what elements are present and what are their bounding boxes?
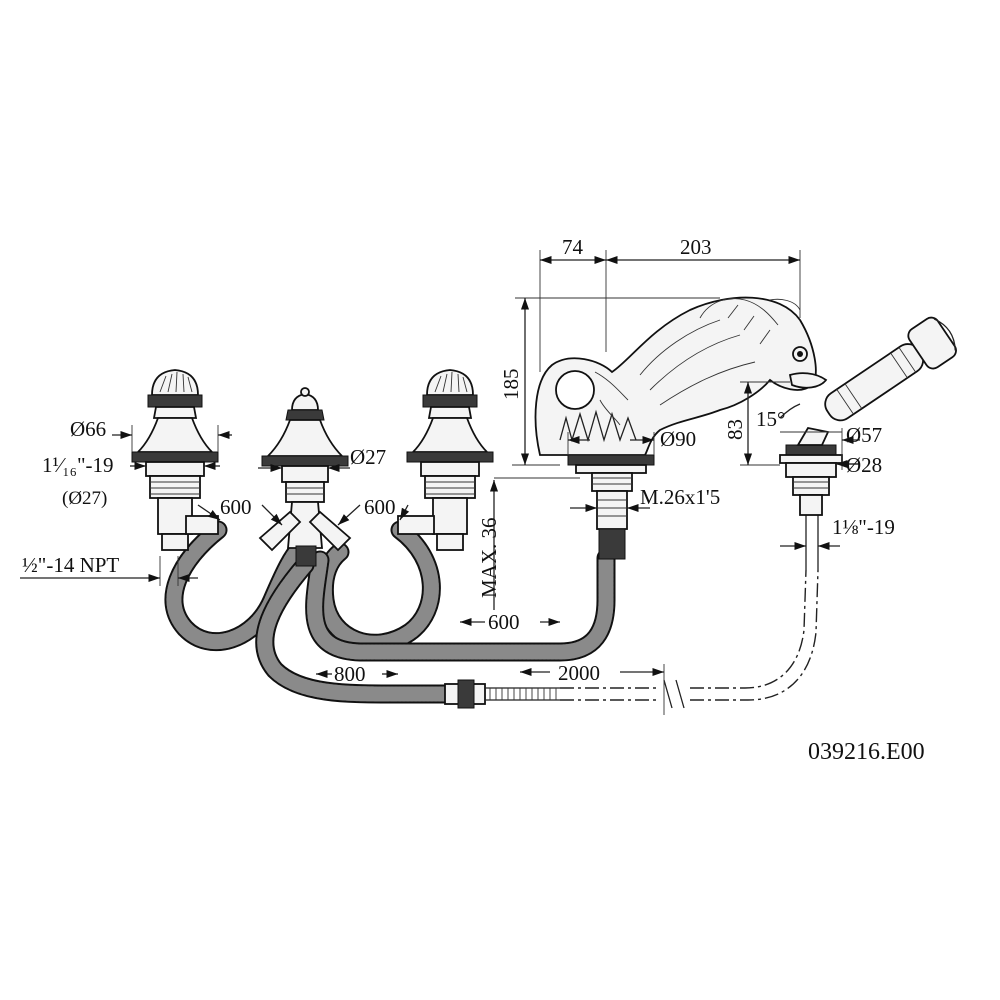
dim-2000: 2000 [558, 661, 600, 685]
dim-74: 74 [562, 235, 584, 259]
handshower [779, 316, 957, 516]
dim-d28: Ø28 [846, 453, 882, 477]
dim-d27-paren: (Ø27) [62, 488, 107, 509]
dim-203: 203 [680, 235, 712, 259]
center-diverter [258, 387, 352, 567]
dim-600-left: 600 [220, 495, 252, 519]
dim-800: 800 [334, 662, 366, 686]
dim-600-bottom: 600 [488, 610, 520, 634]
supply-hoses [164, 520, 616, 704]
dim-npt: ½"-14 NPT [22, 553, 119, 577]
left-valve [131, 369, 219, 551]
dim-83: 83 [723, 419, 747, 440]
right-valve [397, 369, 494, 551]
dim-d27: Ø27 [350, 445, 386, 469]
dim-max36: MAX. 36 [477, 517, 501, 598]
dim-m26: M.26x1'5 [640, 485, 720, 509]
drawing-code: 039216.E00 [808, 739, 925, 765]
dim-600-right: 600 [364, 495, 396, 519]
dim-d90: Ø90 [660, 427, 696, 451]
dimension-labels: 74 203 185 83 15° Ø90 M.26x1'5 MAX. 36 Ø… [22, 235, 925, 765]
dimension-lines [20, 250, 860, 715]
fish-spout [534, 296, 828, 560]
dim-d66: Ø66 [70, 417, 106, 441]
dim-185: 185 [499, 369, 523, 401]
dim-thread-1-1-8: 1⅛"-19 [832, 515, 895, 539]
dim-thread-1-1-16: 1¹⁄₁₆"-19 [42, 453, 114, 477]
dim-15-deg: 15° [756, 407, 785, 431]
dim-d57: Ø57 [846, 423, 882, 447]
